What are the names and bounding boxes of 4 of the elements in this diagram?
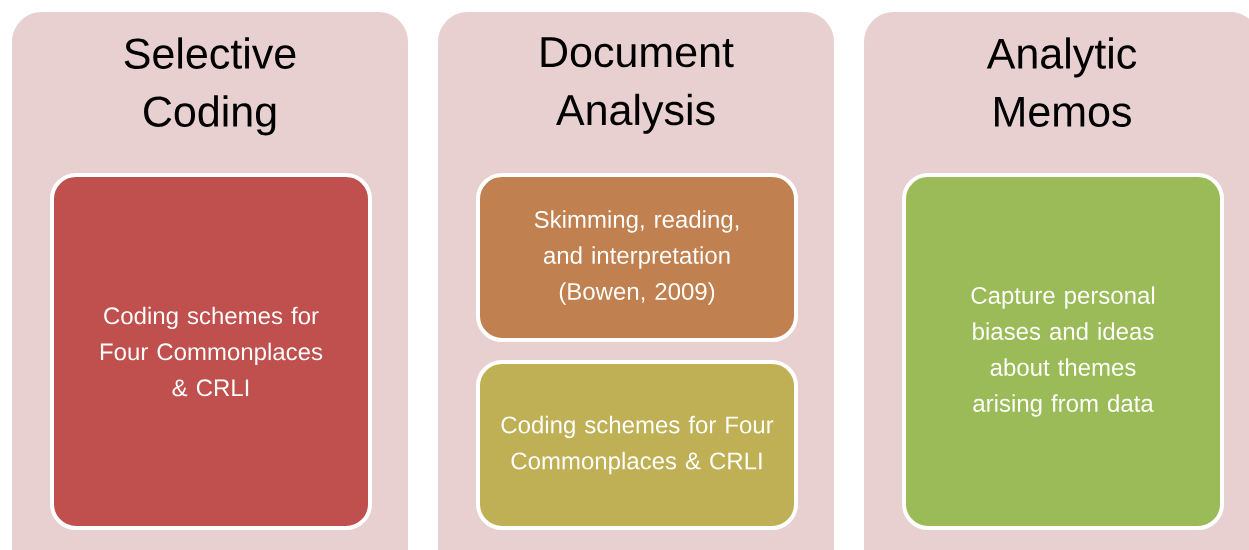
content-box: Capture personal biases and ideas about themes arising from data: [902, 173, 1224, 530]
content-box: Skimming, reading, and interpretation (Bowen, 2009): [476, 173, 798, 342]
content-box: Coding schemes for Four Commonplaces & CRLI: [50, 173, 372, 530]
content-box: Coding schemes for Four Commonplaces & CRLI: [476, 360, 798, 530]
